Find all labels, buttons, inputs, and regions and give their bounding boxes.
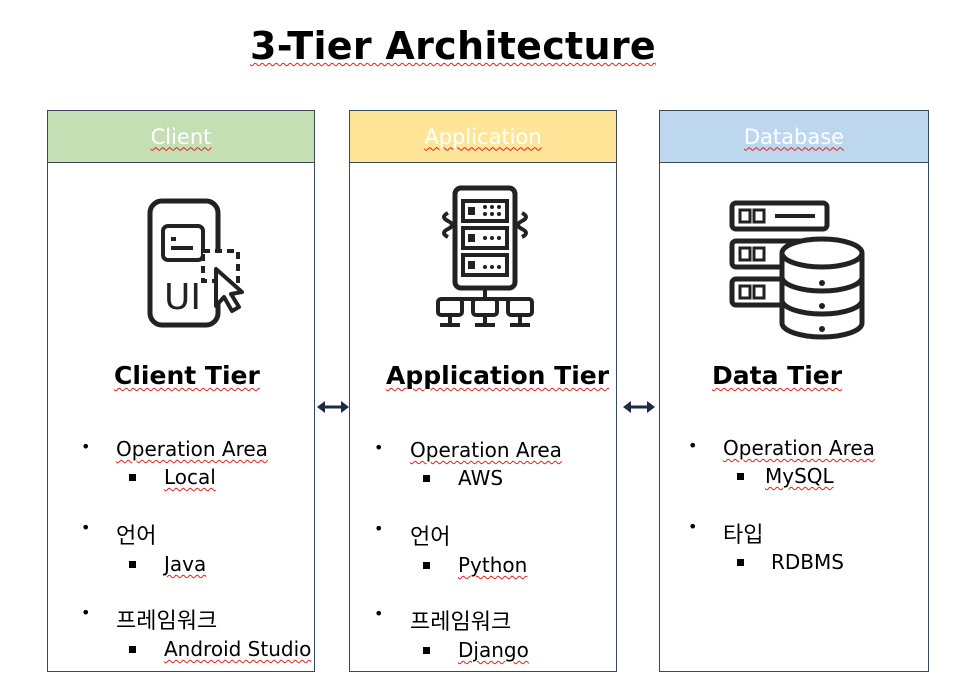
app-sub-aws-label: AWS xyxy=(458,466,504,490)
client-header: Client xyxy=(48,111,314,163)
database-header: Database xyxy=(660,111,928,163)
client-sub-java-label: Java xyxy=(164,552,207,576)
data-bullet-operation-label: Operation Area xyxy=(723,436,875,460)
application-tier-title: Application Tier xyxy=(386,361,610,390)
application-header: Application xyxy=(350,111,616,163)
client-header-label: Client xyxy=(150,124,212,149)
data-sub-rdbms-label: RDBMS xyxy=(771,550,844,574)
database-server-icon xyxy=(729,200,865,340)
data-tier-title: Data Tier xyxy=(712,361,843,390)
mobile-ui-icon: UI xyxy=(147,198,244,328)
app-data-connector-arrow xyxy=(623,401,655,413)
client-bullet-framework-label: 프레임워크 xyxy=(116,609,218,634)
data-sub-mysql-label: MySQL xyxy=(765,464,834,488)
data-bullet-type-label: 타입 xyxy=(723,523,764,548)
app-bullet-language-label: 언어 xyxy=(410,525,451,550)
app-sub-django-label: Django xyxy=(458,638,529,662)
server-rack-icon xyxy=(436,185,534,327)
client-sub-android-label: Android Studio xyxy=(164,637,312,661)
client-tier-title: Client Tier xyxy=(114,361,260,390)
client-app-connector-arrow xyxy=(317,401,349,413)
database-header-label: Database xyxy=(743,124,845,149)
client-sub-local-label: Local xyxy=(164,465,216,489)
app-sub-python-label: Python xyxy=(458,553,528,577)
diagram-title: 3-Tier Architecture xyxy=(250,24,656,68)
application-header-label: Application xyxy=(424,124,542,149)
client-bullet-language-label: 언어 xyxy=(116,524,157,549)
app-bullet-framework-label: 프레임워크 xyxy=(410,610,512,635)
database-column: Database Data Tier • Operation Area MySQ… xyxy=(659,110,929,672)
client-bullet-operation-label: Operation Area xyxy=(116,437,268,461)
client-column: Client UI Client Tier • Operation Area L… xyxy=(47,110,315,672)
svg-text:UI: UI xyxy=(164,277,201,318)
application-column: Application Application Tier • Operation… xyxy=(349,110,617,672)
app-bullet-operation-label: Operation Area xyxy=(410,438,562,462)
